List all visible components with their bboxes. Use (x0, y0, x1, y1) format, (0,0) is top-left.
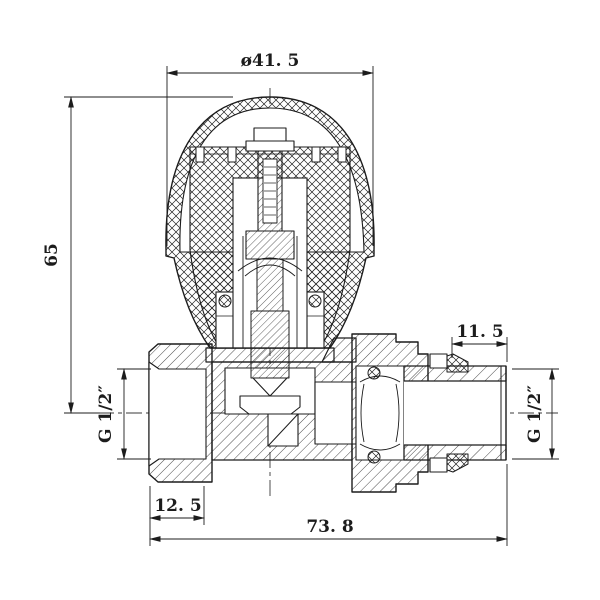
seal-wedge-bottom (446, 453, 469, 473)
o-ring-seal (367, 366, 381, 380)
inlet-port-left (148, 343, 213, 483)
dim-inlet-thread-label: G 1/2″ (96, 385, 116, 443)
pressure-pin-lower (250, 310, 290, 379)
dim-tail-length-label: 11. 5 (456, 322, 503, 342)
o-ring-seal (367, 450, 381, 464)
collar-ring-bottom (429, 457, 448, 473)
dim-inlet-length: 12. 5 (149, 486, 205, 546)
dim-overall-length: 73. 8 (149, 464, 508, 546)
pressure-pin (256, 258, 284, 312)
o-ring-seal (308, 294, 322, 308)
dim-outlet-thread-label: G 1/2″ (525, 385, 545, 443)
outlet-passage (314, 381, 357, 445)
olive-profile (359, 375, 401, 451)
dim-outlet-thread: G 1/2″ (512, 368, 559, 460)
collar-ring-top (429, 353, 448, 369)
dim-overall-height: 65 (42, 96, 233, 414)
handle-clip-tab (311, 146, 321, 163)
seal-wedge-top (446, 353, 469, 373)
o-ring-seal (218, 294, 232, 308)
valve-cone (252, 377, 288, 397)
inlet-bore (148, 361, 207, 467)
dim-tail-length: 11. 5 (451, 322, 508, 362)
dim-handle-diameter-label: ø41. 5 (241, 51, 300, 71)
valve-spindle (237, 127, 303, 415)
dim-overall-height-label: 65 (42, 243, 62, 267)
tail-bore (404, 381, 506, 445)
outlet-tailpiece (403, 353, 507, 473)
spindle-cap-top (253, 127, 287, 142)
diaphragm-arc (237, 257, 303, 272)
passage-partition-line (267, 413, 299, 447)
handle-clip-tab (337, 146, 347, 163)
dimension-annotations: ø41. 5 65 11. 5 G 1/2″ G 1/2 (42, 51, 559, 546)
spindle-cap-flange (245, 140, 295, 152)
union-nut-window (355, 365, 405, 461)
dim-inlet-thread: G 1/2″ (96, 368, 151, 460)
thread-tick-lines (264, 166, 276, 216)
dim-inlet-length-label: 12. 5 (154, 496, 201, 516)
valve-disc (239, 395, 301, 415)
dim-handle-diameter: ø41. 5 (166, 51, 374, 246)
dim-overall-length-label: 73. 8 (306, 517, 353, 537)
spindle-shoulder (245, 230, 295, 260)
handle-clip-tab (227, 146, 237, 163)
handle-clip-tab (195, 146, 205, 163)
